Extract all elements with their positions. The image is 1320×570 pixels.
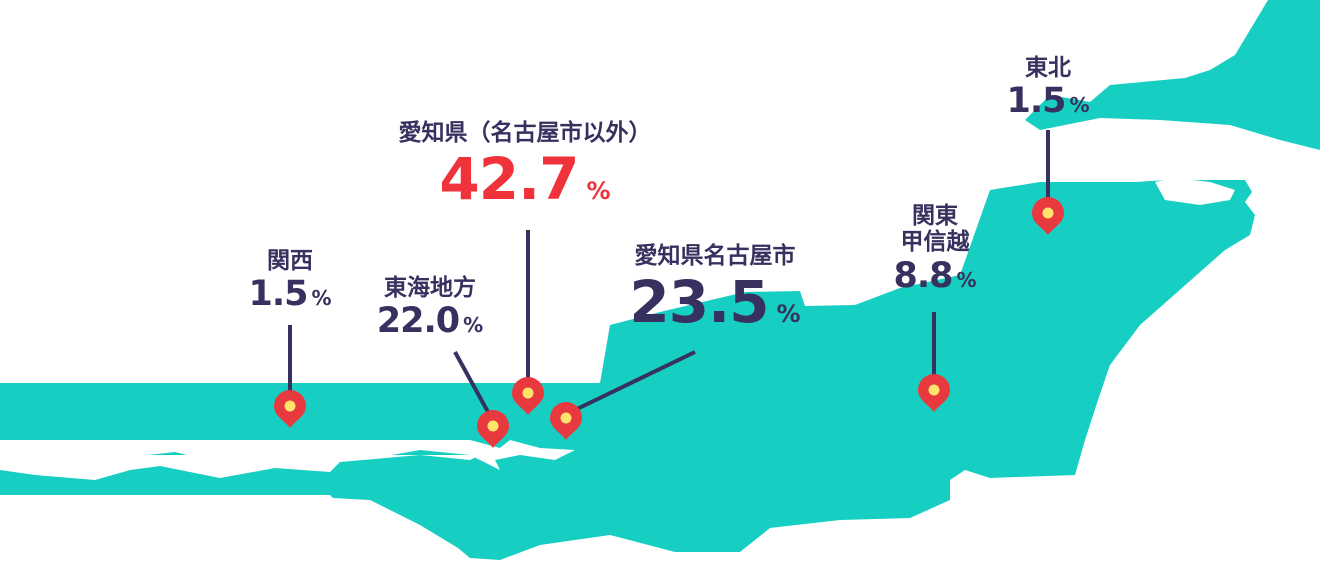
tokai-leader-line xyxy=(453,351,490,413)
kansai-unit: % xyxy=(311,286,332,311)
leader-lines xyxy=(288,130,1050,413)
label-kanto: 関東 甲信越 8.8% xyxy=(885,203,985,296)
nagoya-name: 愛知県名古屋市 xyxy=(634,243,796,269)
tohoku-unit: % xyxy=(1069,93,1090,118)
aichi-other-name: 愛知県（名古屋市以外） xyxy=(398,120,652,146)
label-aichi-other: 愛知県（名古屋市以外） 42.7% xyxy=(370,120,680,213)
tohoku-value: 1.5 xyxy=(1006,81,1066,122)
aichi-other-unit: % xyxy=(586,177,611,206)
nagoya-leader-line xyxy=(574,350,696,412)
nagoya-unit: % xyxy=(776,300,801,329)
tohoku-name: 東北 xyxy=(1025,55,1071,81)
tokai-value: 22.0 xyxy=(376,301,460,342)
tokai-name: 東海地方 xyxy=(384,275,476,301)
sado-island xyxy=(1155,178,1235,205)
map-pin-icon xyxy=(918,374,950,412)
kanto-value: 8.8 xyxy=(893,255,953,296)
map-pin-icon xyxy=(1032,197,1064,235)
ise-bay xyxy=(0,440,575,470)
map-pins xyxy=(274,197,1064,448)
kanto-name-line2: 甲信越 xyxy=(900,229,970,256)
map-pin-icon xyxy=(477,410,509,448)
map-pin-icon xyxy=(274,390,306,428)
kanto-unit: % xyxy=(956,267,977,292)
honshu-landmass xyxy=(0,180,1255,560)
label-nagoya: 愛知県名古屋市 23.5% xyxy=(605,243,825,336)
kansai-value: 1.5 xyxy=(248,274,308,315)
nagoya-value: 23.5 xyxy=(629,268,769,337)
label-tohoku: 東北 1.5% xyxy=(1000,55,1096,122)
label-tokai: 東海地方 22.0% xyxy=(368,275,492,342)
aichi-other-value: 42.7 xyxy=(439,145,579,214)
tohoku-landmass xyxy=(1025,0,1320,150)
map-pin-icon xyxy=(550,402,582,440)
label-kansai: 関西 1.5% xyxy=(240,248,340,315)
tokai-unit: % xyxy=(463,313,484,338)
kansai-name: 関西 xyxy=(267,248,313,274)
map-pin-icon xyxy=(512,377,544,415)
kanto-name-line1: 関東 xyxy=(912,203,958,229)
